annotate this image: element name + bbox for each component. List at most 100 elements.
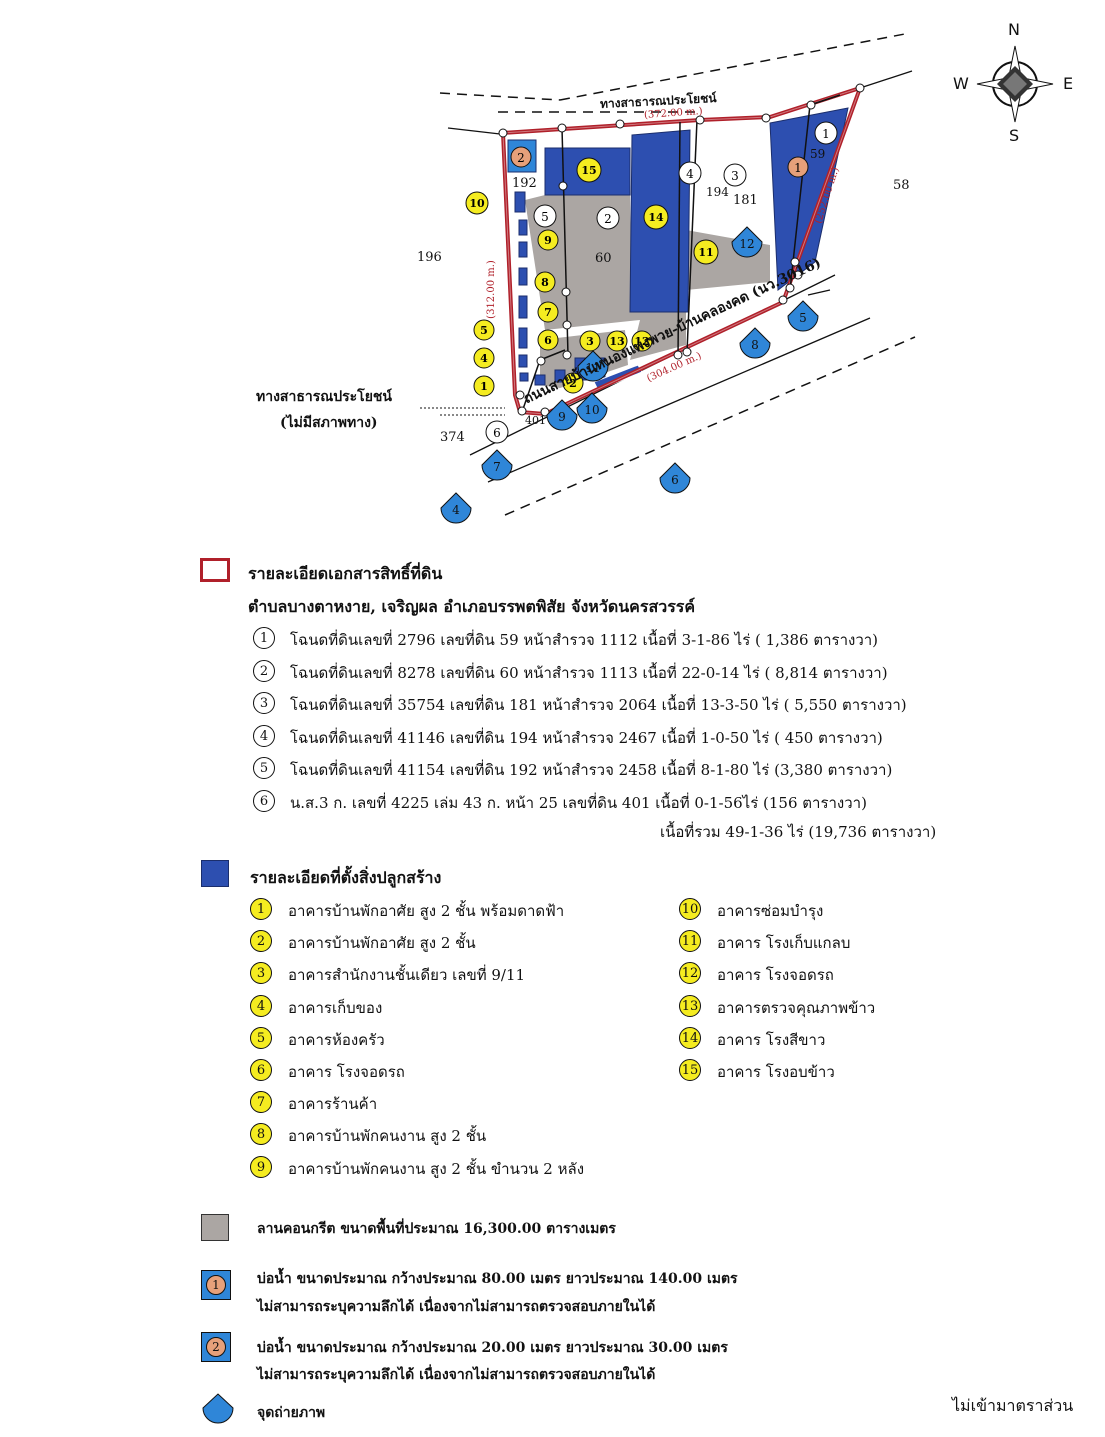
deed-legend-number: 4	[253, 724, 275, 747]
building-legend-number: 14	[679, 1026, 701, 1049]
building-legend-text: อาคาร โรงอบข้าว	[717, 1063, 835, 1081]
pond-markers: 1 2	[510, 146, 809, 178]
building-legend-number: 11	[679, 930, 701, 953]
pond-1-shape	[769, 107, 849, 291]
deed-legend-text: โฉนดที่ดินเลขที่ 41154 เลขที่ดิน 192 หน้…	[290, 761, 893, 779]
deed-marker-3: 3	[723, 163, 747, 187]
building-legend-text: อาคารห้องครัว	[288, 1030, 385, 1049]
building-legend-swatch	[201, 860, 229, 887]
svg-text:10: 10	[469, 197, 485, 210]
building-legend-number: 4	[250, 994, 272, 1017]
left-road-dotted	[420, 407, 505, 416]
building-legend-number: 13	[679, 994, 701, 1017]
neighbor-parcel-374: 374	[440, 430, 465, 445]
neighbor-parcel-196: 196	[417, 250, 442, 265]
deed-legend-number: 6	[253, 789, 275, 812]
pond-2-legend-line2: ไม่สามารถระบุความลึกได้ เนื่องจากไม่สามา…	[257, 1367, 656, 1383]
svg-text:5: 5	[541, 210, 549, 224]
photo-point-9: 9	[546, 399, 578, 431]
building-legend-text: อาคารร้านค้า	[288, 1095, 378, 1114]
svg-text:5: 5	[480, 324, 488, 337]
svg-text:4: 4	[686, 167, 694, 181]
deed-total: เนื้อที่รวม 49-1-36 ไร่ (19,736 ตารางวา)	[660, 823, 937, 841]
pond-1-legend-line2: ไม่สามารถระบุความลึกได้ เนื่องจากไม่สามา…	[257, 1299, 656, 1315]
building-legend-number: 12	[679, 962, 701, 985]
building-legend-number: 6	[250, 1059, 272, 1081]
svg-text:13: 13	[609, 335, 624, 348]
svg-text:11: 11	[585, 361, 600, 375]
photo-point-7: 7	[481, 449, 513, 481]
svg-text:15: 15	[581, 164, 596, 177]
deed-marker-5: 5	[533, 204, 557, 228]
pond-2-legend-swatch: 2	[201, 1332, 231, 1362]
parcel-number-181: 181	[733, 193, 758, 208]
svg-text:6: 6	[671, 473, 679, 487]
svg-text:7: 7	[544, 306, 552, 319]
land-legend-location: ตำบลบางตาหงาย, เจริญผล อำเภอบรรพตพิสัย จ…	[248, 597, 696, 616]
svg-text:11: 11	[698, 246, 713, 259]
building-legend-text: อาคารบ้านพักคนงาน สูง 2 ชั้น	[288, 1127, 487, 1146]
building-legend-number: 7	[250, 1091, 272, 1114]
svg-text:8: 8	[751, 338, 759, 352]
deed-legend-number: 1	[253, 627, 275, 649]
building-legend-number: 15	[679, 1059, 701, 1081]
concrete-yard	[525, 195, 770, 360]
svg-text:9: 9	[558, 410, 566, 424]
building-legend-number: 2	[250, 930, 272, 953]
building-legend-number: 1	[250, 898, 272, 920]
dim-left: (312.00 m.)	[485, 260, 497, 319]
building-legend-text: อาคารสำนักงานชั้นเดียว เลขที่ 9/11	[288, 966, 526, 985]
svg-text:1: 1	[822, 127, 830, 141]
photo-point-legend-text: จุดถ่ายภาพ	[257, 1405, 326, 1421]
photo-point-5: 5	[787, 300, 819, 332]
svg-text:1: 1	[794, 161, 802, 175]
boundary-legend-swatch	[200, 558, 230, 582]
deed-marker-4: 4	[678, 161, 702, 185]
compass-n: N	[1008, 20, 1020, 39]
building-legend-text: อาคาร โรงจอดรถ	[717, 966, 834, 985]
building-legend-number: 3	[250, 962, 272, 985]
parcel-number-192: 192	[512, 176, 537, 191]
photo-point-legend-icon	[202, 1393, 234, 1424]
deed-marker-2: 2	[596, 206, 620, 230]
compass-s: S	[1009, 126, 1020, 145]
pond-marker-2: 2	[510, 146, 532, 168]
concrete-legend-swatch	[201, 1214, 229, 1241]
building-legend-text: อาคาร โรงเก็บแกลบ	[717, 934, 851, 953]
boundary-nodes	[498, 83, 865, 417]
building-legend-text: อาคารบ้านพักคนงาน สูง 2 ชั้น ขำนวน 2 หลั…	[288, 1159, 585, 1178]
pond-2-legend-number: 2	[206, 1337, 226, 1357]
svg-text:4: 4	[480, 352, 488, 365]
building-legend-text: อาคารบ้านพักอาศัย สูง 2 ชั้น พร้อมดาดฟ้า	[288, 902, 565, 920]
parcel-boundary	[501, 84, 864, 417]
deed-legend-number: 2	[253, 659, 275, 682]
parcel-number-60: 60	[595, 251, 612, 266]
svg-text:2: 2	[517, 151, 525, 165]
deed-legend-text: โฉนดที่ดินเลขที่ 2796 เลขที่ดิน 59 หน้าส…	[290, 631, 879, 649]
buildings	[507, 107, 849, 391]
pond-1-legend-number: 1	[206, 1275, 226, 1295]
land-legend-title: รายละเอียดเอกสารสิทธิ์ที่ดิน	[248, 564, 443, 583]
svg-text:12: 12	[739, 237, 754, 251]
building-markers: 1 2 3 4 5 6 7 8 9 10 11 12 13 14 15	[465, 157, 719, 397]
svg-text:12: 12	[634, 335, 649, 348]
building-legend-text: อาคารตรวจคุณภาพข้าว	[717, 998, 876, 1017]
building-legend-text: อาคารบ้านพักอาศัย สูง 2 ชั้น	[288, 934, 476, 953]
deed-legend-number: 5	[253, 757, 275, 779]
building-legend-number: 8	[250, 1123, 272, 1146]
svg-text:8: 8	[541, 276, 549, 289]
pond-marker-1: 1	[787, 156, 809, 178]
photo-point-8: 8	[739, 327, 771, 359]
svg-text:2: 2	[569, 377, 577, 390]
not-to-scale-note: ไม่เข้ามาตราส่วน	[952, 1396, 1074, 1415]
svg-text:9: 9	[544, 234, 552, 247]
photo-point-6: 6	[659, 462, 691, 494]
compass-w: W	[953, 74, 969, 93]
photo-point-10: 10	[576, 392, 608, 424]
left-road-label-2: (ไม่มีสภาพทาง)	[280, 415, 378, 431]
photo-point-4: 4	[440, 492, 472, 524]
building-legend-number: 10	[679, 898, 701, 920]
svg-text:6: 6	[493, 426, 501, 440]
parcel-number-401: 401	[525, 414, 546, 427]
top-road-dashed	[439, 32, 911, 113]
